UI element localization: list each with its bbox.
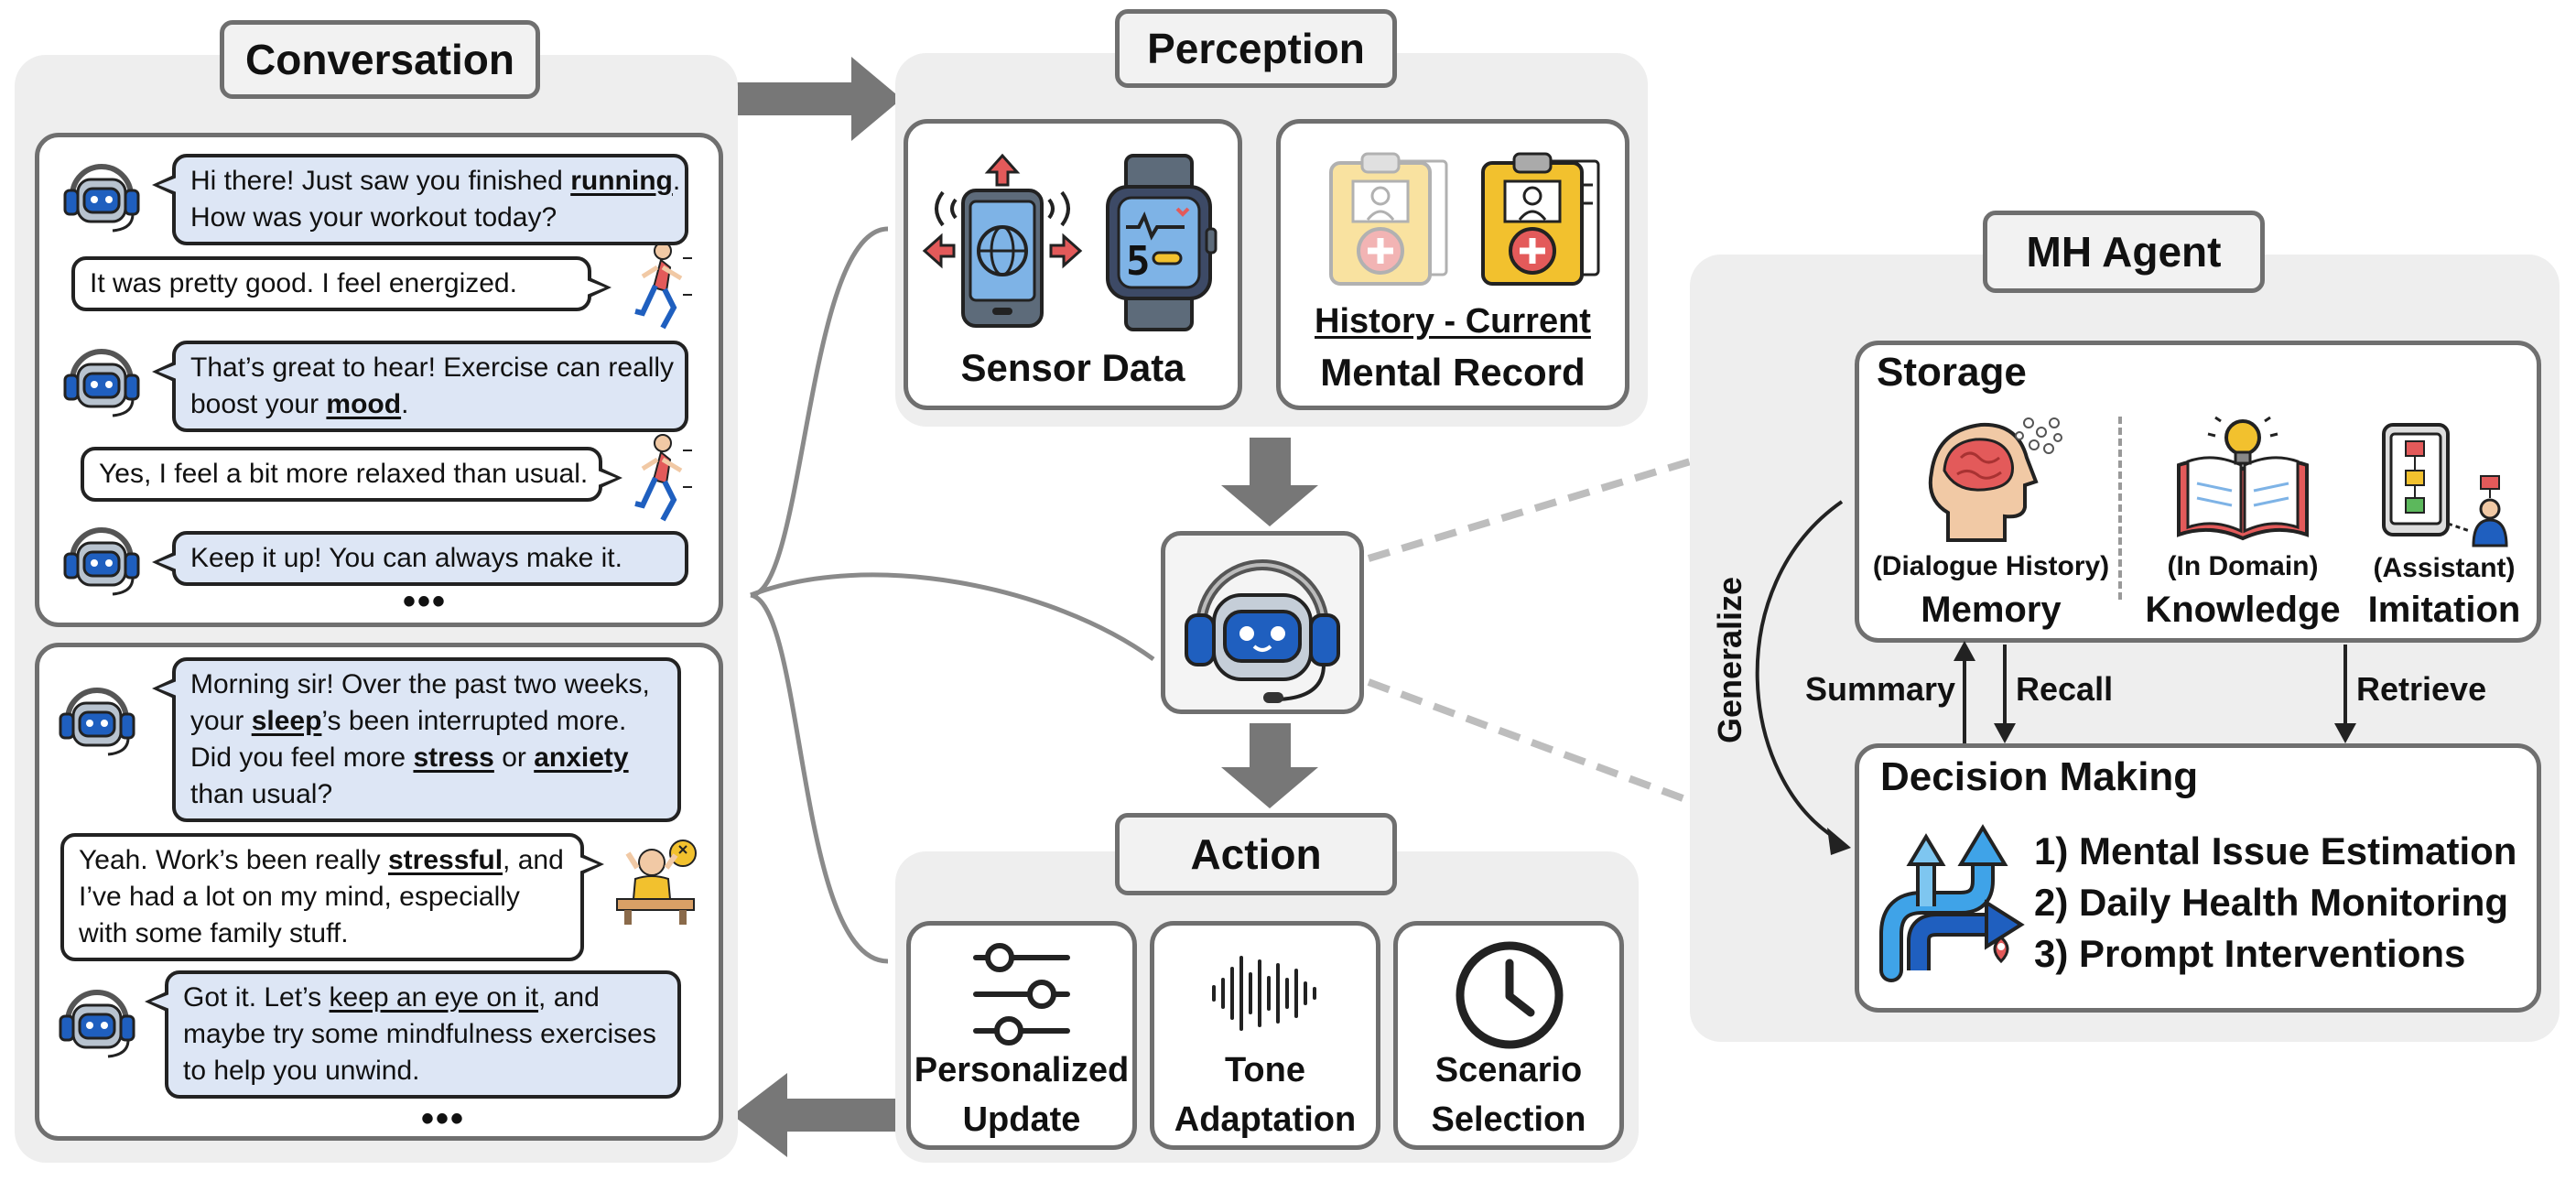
smartwatch-icon [1106,154,1218,331]
generalize-label: Generalize [1711,576,1748,744]
keyword-highlight: sleep [251,706,322,736]
keyword-highlight: mood [326,389,402,419]
message-text: How was your workout today? [190,202,557,233]
record-history-current-label: History - Current [1315,302,1591,341]
message-text: Did you feel more [190,742,414,773]
keyword-highlight: stressful [387,845,503,875]
message-text: maybe try some mindfulness exercises [183,1019,656,1049]
decision-arrows-icon [1879,824,2025,982]
knowledge-book-icon [2177,416,2309,541]
perception-title: Perception [1115,9,1397,88]
decision-item-2: 2) Daily Health Monitoring [2034,881,2509,924]
keyword-highlight: running [570,166,673,196]
imitation-sub-label: (Assistant) [2373,553,2516,583]
message-text: , and [503,845,564,875]
message-text: Got it. Let’s [183,982,330,1013]
smartphone-sensor-icon [922,153,1083,328]
message-text: with some family stuff. [79,918,349,948]
robot-avatar-icon [59,688,135,756]
message-text: boost your [190,389,327,419]
chat-bubble-user: It was pretty good. I feel energized. [71,256,612,311]
medical-record-folder-icon [1481,152,1600,286]
decision-item-1: 1) Mental Issue Estimation [2034,829,2517,872]
robot-avatar-icon [63,349,140,417]
knowledge-sub-label: (In Domain) [2167,551,2319,581]
robot-avatar-icon [63,164,140,233]
action-label-line1: Personalized [914,1051,1130,1089]
action-label-line2: Adaptation [1174,1100,1357,1139]
knowledge-label: Knowledge [2145,590,2341,630]
message-text: than usual? [190,779,333,809]
message-text: your [190,706,252,736]
sound-wave-icon [1212,956,1316,1031]
message-text: , and [538,982,600,1013]
imitation-tablet-icon [2382,423,2508,547]
summary-label: Summary [1805,670,1956,708]
chat-bubble-robot: Morning sir! Over the past two weeks, you… [152,657,681,822]
recall-label: Recall [2016,670,2114,708]
storage-divider [2118,417,2122,600]
message-text: Keep it up! You can always make it. [190,543,622,573]
runner-icon [634,242,692,330]
stressed-person-icon [616,840,697,925]
chat-bubble-robot: Got it. Let’s keep an eye on it, and mayb… [145,970,681,1099]
storage-title: Storage [1877,350,2027,395]
message-text: It was pretty good. I feel energized. [90,268,517,298]
memory-label: Memory [1921,590,2062,630]
conversation-title: Conversation [220,20,540,99]
brain-head-icon [1928,417,2062,542]
mh-agent-title: MH Agent [1983,211,2265,293]
memory-sub-label: (Dialogue History) [1872,551,2110,581]
message-text: Yes, I feel a bit more relaxed than usua… [99,459,589,489]
chat-bubble-robot: That’s great to hear! Exercise can reall… [152,341,688,432]
message-text: to help you unwind. [183,1056,420,1086]
mental-record-label: Mental Record [1320,351,1586,394]
faded-record-folder-icon [1329,152,1448,286]
watch-digit: 5 [1126,238,1151,285]
imitation-label: Imitation [2367,590,2521,630]
message-text: . [672,166,681,196]
decision-making-title: Decision Making [1880,754,2199,799]
message-text: or [493,742,535,773]
tone-adaptation-card [1150,921,1380,1150]
message-text: I’ve had a lot on my mind, especially [79,882,520,912]
message-text: Hi there! Just saw you finished [190,166,571,196]
message-text: ’s been interrupted more. [321,706,627,736]
action-title: Action [1115,813,1397,895]
ellipsis: ••• [421,1099,466,1139]
clock-icon [1456,941,1564,1049]
underlined-phrase: keep an eye on it [329,982,539,1013]
sensor-data-label: Sensor Data [960,346,1185,389]
robot-avatar-icon [59,990,135,1058]
action-label-line2: Update [962,1100,1081,1139]
message-text: Yeah. Work’s been really [79,845,388,875]
decision-making-card [1855,743,2541,1013]
message-text: Morning sir! Over the past two weeks, [190,669,650,699]
robot-agent-icon [1185,559,1340,703]
action-label-line2: Selection [1431,1100,1586,1139]
keyword-highlight: anxiety [534,742,629,773]
ellipsis: ••• [403,581,448,622]
message-text: That’s great to hear! Exercise can reall… [190,352,675,383]
action-label-line1: Scenario [1434,1051,1583,1089]
runner-icon [634,434,692,522]
action-label-line1: Tone [1225,1051,1305,1089]
keyword-highlight: stress [413,742,494,773]
retrieve-label: Retrieve [2356,670,2487,708]
decision-item-3: 3) Prompt Interventions [2034,932,2466,975]
chat-bubble-user: Yes, I feel a bit more relaxed than usua… [81,447,622,502]
chat-bubble-robot: Hi there! Just saw you finished running.… [152,154,688,245]
sliders-icon [973,943,1070,1046]
robot-avatar-icon [63,527,140,596]
message-text: . [401,389,409,419]
chat-bubble-robot: Keep it up! You can always make it. [152,531,688,586]
